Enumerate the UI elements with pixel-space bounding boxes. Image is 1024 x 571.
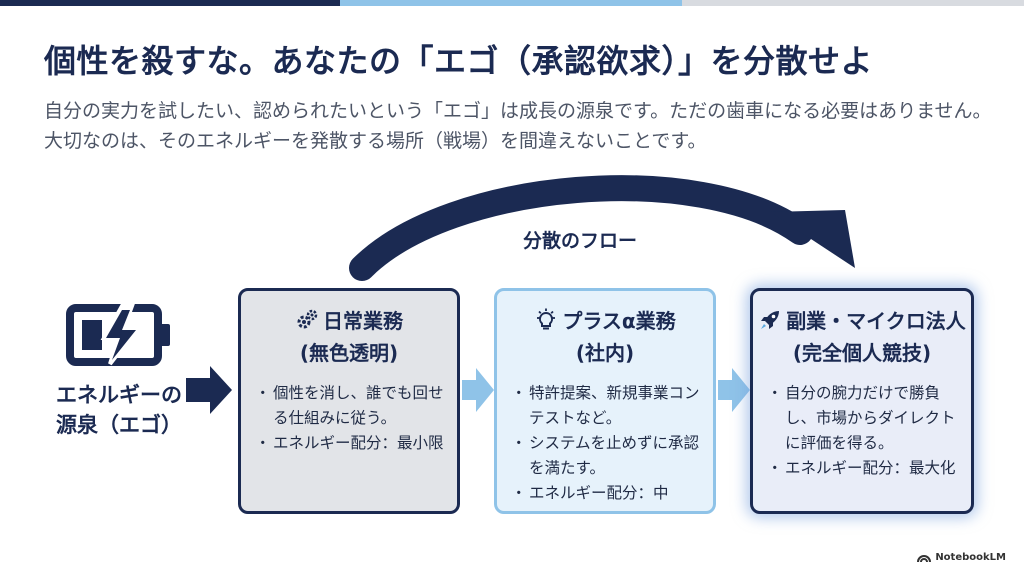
list-item: 個性を消し、誰でも回せる仕組みに従う。 (255, 381, 447, 431)
list-item: システムを止めずに承認を満たす。 (511, 431, 703, 481)
card-daily-work: 日常業務 (無色透明) 個性を消し、誰でも回せる仕組みに従う。 エネルギー配分：… (238, 288, 460, 514)
curved-flow-arrow (349, 175, 813, 281)
rocket-icon (758, 308, 782, 339)
top-bar-navy-segment (0, 0, 340, 6)
curved-flow-arrowhead (770, 210, 855, 268)
card-side-business-heading: 副業・マイクロ法人 (完全個人競技) (753, 307, 971, 367)
notebooklm-logo-icon (917, 555, 932, 563)
card-plus-alpha-heading: プラスα業務 (社内) (497, 307, 713, 367)
card-plus-alpha-work: プラスα業務 (社内) 特許提案、新規事業コンテストなど。 システムを止めずに承… (494, 288, 716, 514)
card-plus-alpha-subtitle: (社内) (575, 341, 635, 365)
card-side-business-subtitle: (完全個人競技) (792, 341, 932, 365)
list-item: エネルギー配分：最大化 (767, 456, 961, 481)
top-bar-blue-segment (340, 0, 682, 6)
card-plus-alpha-title: プラスα業務 (562, 309, 676, 333)
lightbulb-icon (534, 308, 558, 339)
top-bar-gray-segment (682, 0, 1024, 6)
gears-icon (295, 308, 319, 339)
arrow-card2-to-card3 (718, 368, 750, 412)
notebooklm-logo-text: NotebookLM (935, 552, 1006, 563)
flow-label: 分散のフロー (522, 230, 637, 252)
energy-source: エネルギーの 源泉（エゴ） (44, 300, 194, 440)
card-daily-work-title: 日常業務 (323, 309, 403, 333)
top-accent-bar (0, 0, 1024, 6)
list-item: エネルギー配分：中 (511, 481, 703, 506)
source-label-line1: エネルギーの (56, 383, 182, 407)
list-item: エネルギー配分：最小限 (255, 431, 447, 456)
list-item: 自分の腕力だけで勝負し、市場からダイレクトに評価を得る。 (767, 381, 961, 456)
card-daily-work-heading: 日常業務 (無色透明) (241, 307, 457, 367)
card-daily-work-subtitle: (無色透明) (299, 341, 399, 365)
card-side-business-title: 副業・マイクロ法人 (786, 309, 966, 333)
notebooklm-logo: NotebookLM (917, 552, 1006, 563)
source-label-line2: 源泉（エゴ） (56, 413, 182, 437)
page-title: 個性を殺すな。あなたの「エゴ（承認欲求）」を分散せよ (44, 42, 874, 80)
list-item: 特許提案、新規事業コンテストなど。 (511, 381, 703, 431)
battery-bolt-icon (66, 304, 170, 366)
card-plus-alpha-list: 特許提案、新規事業コンテストなど。 システムを止めずに承認を満たす。 エネルギー… (497, 381, 713, 506)
card-side-business-list: 自分の腕力だけで勝負し、市場からダイレクトに評価を得る。 エネルギー配分：最大化 (753, 381, 971, 481)
card-side-business: 副業・マイクロ法人 (完全個人競技) 自分の腕力だけで勝負し、市場からダイレクト… (750, 288, 974, 514)
source-arrow (186, 366, 232, 414)
arrow-card1-to-card2 (462, 368, 494, 412)
card-daily-work-list: 個性を消し、誰でも回せる仕組みに従う。 エネルギー配分：最小限 (241, 381, 457, 456)
page-subtitle: 自分の実力を試したい、認められたいという「エゴ」は成長の源泉です。ただの歯車にな… (44, 100, 992, 152)
